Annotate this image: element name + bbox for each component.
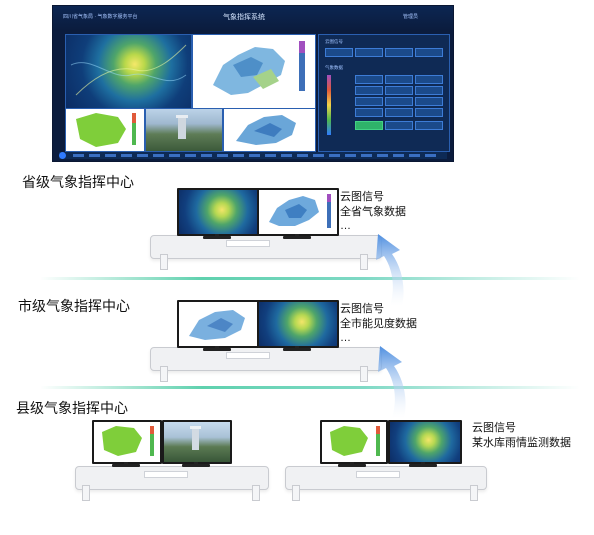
satellite-cloud-map <box>65 34 192 109</box>
panel-option[interactable] <box>415 121 443 130</box>
tier-title-province: 省级气象指挥中心 <box>22 174 134 190</box>
dashboard-header <box>53 6 453 31</box>
tier-note: 某水库雨情监测数据 <box>472 437 571 449</box>
tier-title-city: 市级气象指挥中心 <box>18 298 130 314</box>
color-legend-bar <box>327 75 331 135</box>
tier-title-county: 县级气象指挥中心 <box>16 400 128 416</box>
monitor-icon <box>388 420 462 464</box>
desk <box>285 466 487 490</box>
county-map-panel <box>65 108 145 152</box>
panel-option[interactable] <box>385 48 413 57</box>
monitor-icon <box>177 188 259 236</box>
tier-note: … <box>340 332 351 344</box>
panel-option[interactable] <box>385 86 413 95</box>
dashboard-org-name: 四川省气象局 · 气象数字服务平台 <box>63 14 138 20</box>
tier-note: 全市能见度数据 <box>340 318 417 330</box>
satellite-cloud-screen <box>390 422 460 462</box>
panel-option[interactable] <box>355 108 383 117</box>
tier-note: … <box>340 220 351 232</box>
reservoir-camera-screen <box>164 422 230 462</box>
desk <box>150 235 382 259</box>
panel-option[interactable] <box>385 75 413 84</box>
satellite-cloud-screen <box>179 190 257 234</box>
panel-option[interactable] <box>415 108 443 117</box>
panel-option[interactable] <box>415 97 443 106</box>
curved-up-arrow-icon <box>376 234 404 306</box>
curved-up-arrow-icon <box>378 346 406 418</box>
keyboard <box>226 240 270 247</box>
panel-option[interactable] <box>385 97 413 106</box>
county-map-screen <box>94 422 160 462</box>
panel-option[interactable] <box>385 108 413 117</box>
city-map-screen <box>179 302 257 346</box>
keyboard <box>144 471 188 478</box>
keyboard <box>226 352 270 359</box>
monitor-icon <box>177 300 259 348</box>
panel-option[interactable] <box>415 86 443 95</box>
panel-option[interactable] <box>415 75 443 84</box>
city-map-panel <box>223 108 316 152</box>
province-map-screen <box>259 190 337 234</box>
timeline-bar[interactable] <box>59 152 447 159</box>
tier-note: 云图信号 <box>340 191 384 203</box>
keyboard <box>356 471 400 478</box>
desk <box>150 347 382 371</box>
monitor-icon <box>257 188 339 236</box>
panel-option[interactable] <box>325 48 353 57</box>
panel-option[interactable] <box>355 86 383 95</box>
panel-option[interactable] <box>355 75 383 84</box>
panel-option[interactable] <box>355 48 383 57</box>
tier-divider <box>40 277 580 280</box>
tier-note: 全省气象数据 <box>340 206 406 218</box>
satellite-cloud-screen <box>259 302 337 346</box>
panel-option[interactable] <box>385 121 413 130</box>
play-icon[interactable] <box>59 152 66 159</box>
monitor-icon <box>320 420 388 464</box>
tier-note: 云图信号 <box>340 303 384 315</box>
monitor-icon <box>162 420 232 464</box>
monitor-icon <box>257 300 339 348</box>
monitor-icon <box>92 420 162 464</box>
control-panel: 云图信号 气象数据 <box>318 34 450 152</box>
weather-dashboard-screenshot: 四川省气象局 · 气象数字服务平台 气象指挥系统 管理员 <box>52 5 454 162</box>
panel-option[interactable] <box>415 48 443 57</box>
panel-section-label: 气象数据 <box>325 65 343 70</box>
tier-divider <box>40 386 580 389</box>
province-map-panel <box>192 34 316 109</box>
desk <box>75 466 269 490</box>
county-map-screen <box>322 422 386 462</box>
reservoir-camera-feed <box>145 108 223 152</box>
dashboard-user: 管理员 <box>403 14 419 20</box>
dashboard-title: 气象指挥系统 <box>223 14 265 21</box>
panel-section-label: 云图信号 <box>325 39 343 44</box>
panel-option[interactable] <box>355 97 383 106</box>
panel-option-active[interactable] <box>355 121 383 130</box>
tier-note: 云图信号 <box>472 422 516 434</box>
